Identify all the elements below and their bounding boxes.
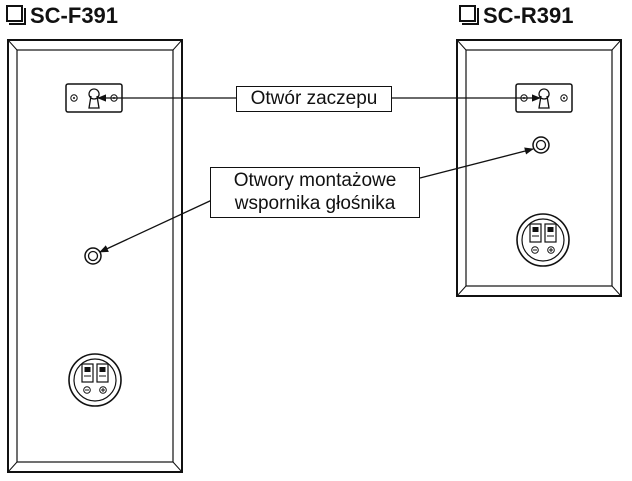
- bracket-callout-line1: Otwory montażowe: [233, 170, 397, 191]
- checkbox-square-icon: [6, 5, 26, 25]
- rear-mounting-hole: [532, 136, 550, 154]
- front-speaker-title: SC-F391: [6, 4, 118, 28]
- keyhole-callout: Otwór zaczepu: [236, 86, 392, 112]
- checkbox-square-icon: [459, 5, 479, 25]
- bracket-callout: Otwory montażowe wspornika głośnika: [210, 167, 420, 218]
- mount-leader-right: [419, 147, 534, 179]
- rear-speaker-model: SC-R391: [483, 3, 574, 28]
- bracket-callout-line2: wspornika głośnika: [234, 193, 396, 214]
- rear-keyhole-bracket: [515, 83, 573, 113]
- front-speaker-terminal: [68, 353, 122, 407]
- front-mounting-hole: [84, 247, 102, 265]
- rear-speaker-title: SC-R391: [459, 4, 573, 28]
- mount-leader-left: [99, 199, 213, 253]
- front-speaker-model: SC-F391: [30, 3, 119, 28]
- rear-speaker-terminal: [516, 213, 570, 267]
- keyhole-callout-text: Otwór zaczepu: [250, 88, 378, 109]
